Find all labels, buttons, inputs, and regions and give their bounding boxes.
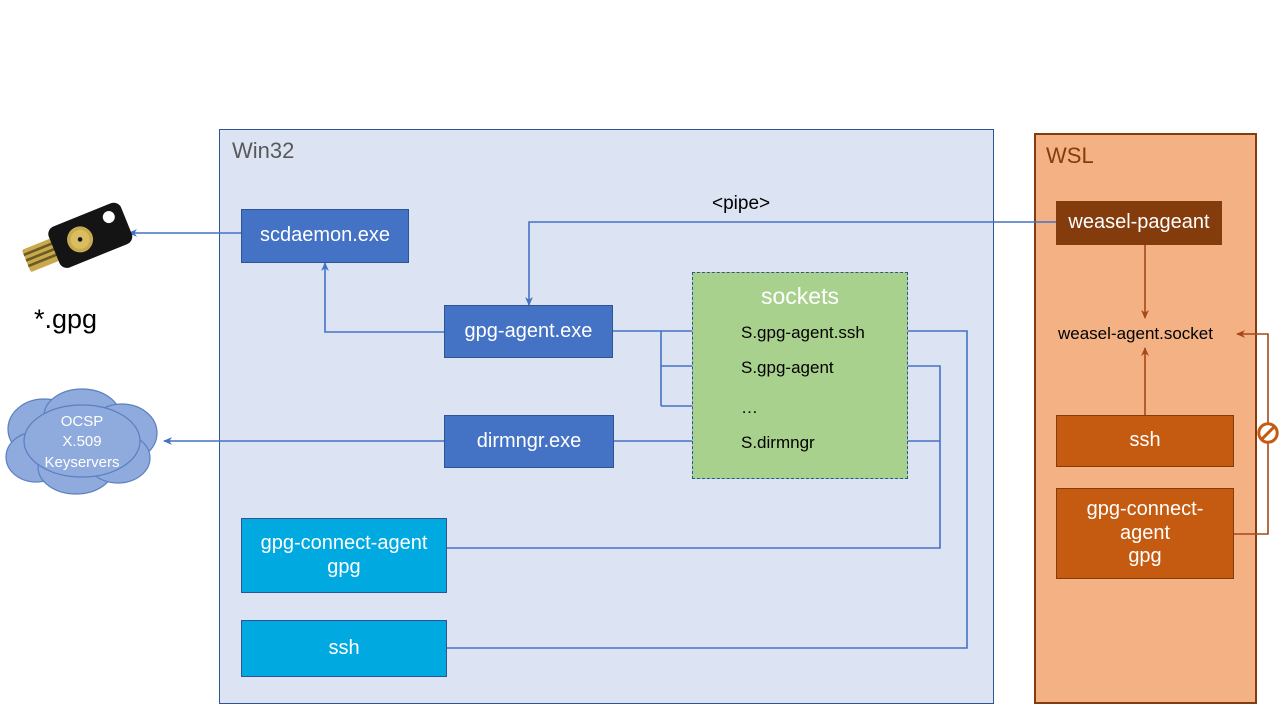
process-box-dirmngr[interactable]: dirmngr.exe: [444, 415, 614, 468]
process-label-weasel-pageant: weasel-pageant: [1068, 211, 1210, 234]
process-box-gpg-agent[interactable]: gpg-agent.exe: [444, 305, 613, 358]
process-box-scdaemon[interactable]: scdaemon.exe: [241, 209, 409, 263]
process-box-weasel-pageant[interactable]: weasel-pageant: [1056, 201, 1222, 245]
process-box-ssh[interactable]: ssh: [241, 620, 447, 677]
process-label-line1: gpg-connect-: [1086, 498, 1204, 521]
cloud-shape: OCSP X.509 Keyservers: [0, 383, 164, 499]
usb-key-caption: *.gpg: [34, 304, 98, 334]
process-label-line3: gpg: [1128, 545, 1162, 568]
cloud-label-line1: OCSP: [60, 413, 104, 430]
socket-item-s-dirmngr[interactable]: S.dirmngr: [741, 433, 815, 452]
process-label-gpg-connect-agent: gpg-connect-agent gpg: [261, 532, 428, 579]
process-label-scdaemon: scdaemon.exe: [259, 224, 391, 247]
process-label-line2: gpg: [327, 555, 361, 578]
process-label-wsl-gpg-connect-agent: gpg-connect- agent gpg: [1087, 498, 1204, 569]
process-box-wsl-gpg-connect-agent[interactable]: gpg-connect- agent gpg: [1056, 488, 1234, 579]
process-label-ssh: ssh: [328, 636, 360, 659]
process-label-line2: agent: [1119, 521, 1171, 544]
process-label-wsl-ssh: ssh: [1129, 429, 1161, 452]
sockets-title: sockets: [761, 283, 839, 309]
no-entry-icon: [1257, 422, 1279, 444]
cloud-label-line3: Keyservers: [44, 453, 120, 471]
process-box-gpg-connect-agent[interactable]: gpg-connect-agent gpg: [241, 518, 447, 593]
process-label-gpg-agent: gpg-agent.exe: [464, 319, 593, 342]
pipe-label: <pipe>: [712, 193, 771, 214]
cloud-label-line2: X.509: [62, 433, 102, 451]
win32-title: Win32: [232, 138, 295, 163]
socket-item-ellipsis: …: [741, 398, 758, 417]
process-label-line1: gpg-connect-agent: [260, 531, 428, 554]
weasel-agent-socket-label: weasel-agent.socket: [1058, 324, 1213, 343]
socket-item-s-gpg-agent-ssh[interactable]: S.gpg-agent.ssh: [741, 323, 865, 342]
wsl-title: WSL: [1046, 143, 1094, 168]
usb-security-key-icon: [22, 202, 133, 272]
socket-item-s-gpg-agent[interactable]: S.gpg-agent: [741, 358, 834, 377]
sockets-group: sockets S.gpg-agent.ssh S.gpg-agent … S.…: [692, 272, 908, 479]
process-label-dirmngr: dirmngr.exe: [476, 429, 582, 452]
process-box-wsl-ssh[interactable]: ssh: [1056, 415, 1234, 467]
